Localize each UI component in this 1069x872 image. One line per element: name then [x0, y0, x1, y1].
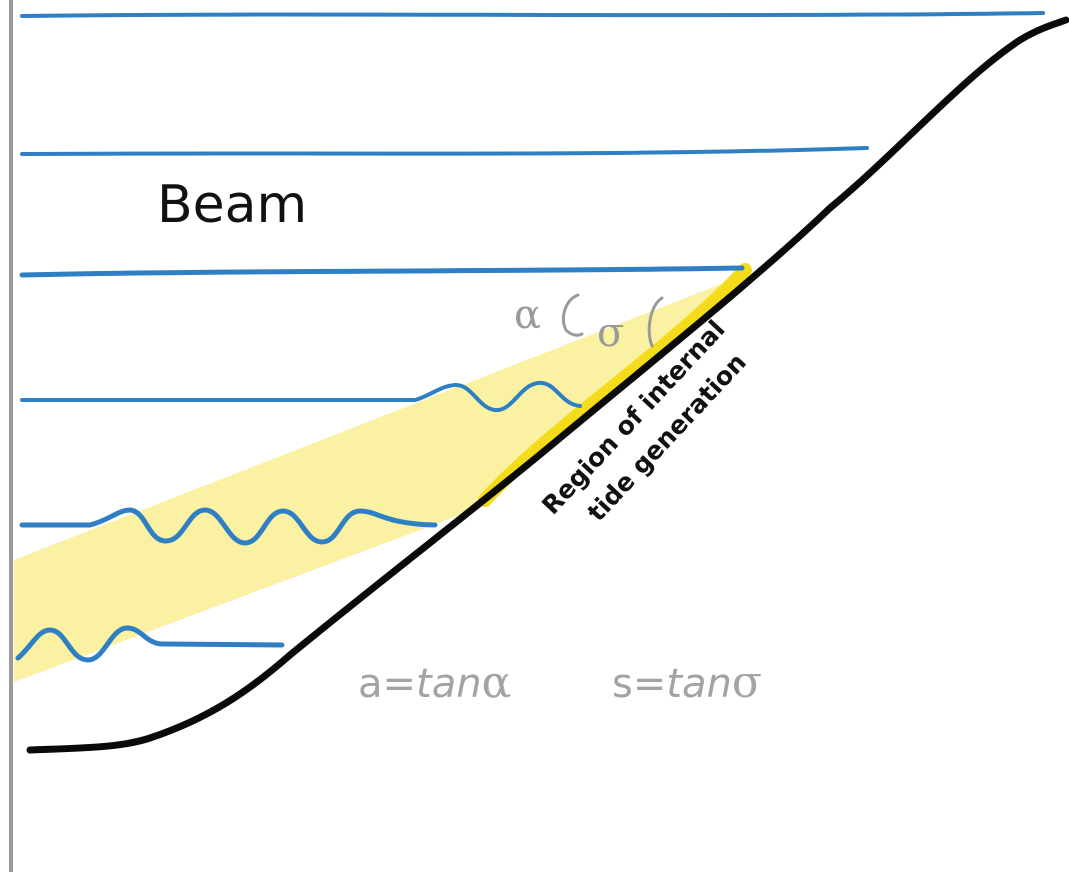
formula-a: a=tanα [358, 657, 511, 708]
formula-a-lhs: a= [358, 661, 416, 707]
alpha-arc [562, 293, 584, 337]
topography-slope-line [26, 16, 1069, 754]
beam-band [14, 272, 752, 682]
stratification-line-2 [20, 146, 869, 156]
formula-s-func: tan [666, 661, 732, 707]
formula-s: s=tanσ [612, 657, 762, 708]
sigma-label: σ [597, 310, 624, 356]
stratification-line-5 [19, 507, 438, 546]
generation-region-highlight [478, 263, 752, 507]
formula-a-func: tan [416, 661, 482, 707]
stratification-line-3 [19, 265, 745, 278]
formula-a-symbol: α [482, 657, 512, 708]
stratification-line-1 [20, 11, 1045, 18]
beam-label: Beam [157, 175, 307, 235]
formula-s-lhs: s= [612, 661, 666, 707]
sigma-arc [647, 296, 664, 348]
stratification-line-6 [15, 625, 285, 663]
formula-s-symbol: σ [732, 657, 762, 708]
stratification-line-4 [20, 380, 582, 412]
alpha-label: α [514, 292, 541, 338]
